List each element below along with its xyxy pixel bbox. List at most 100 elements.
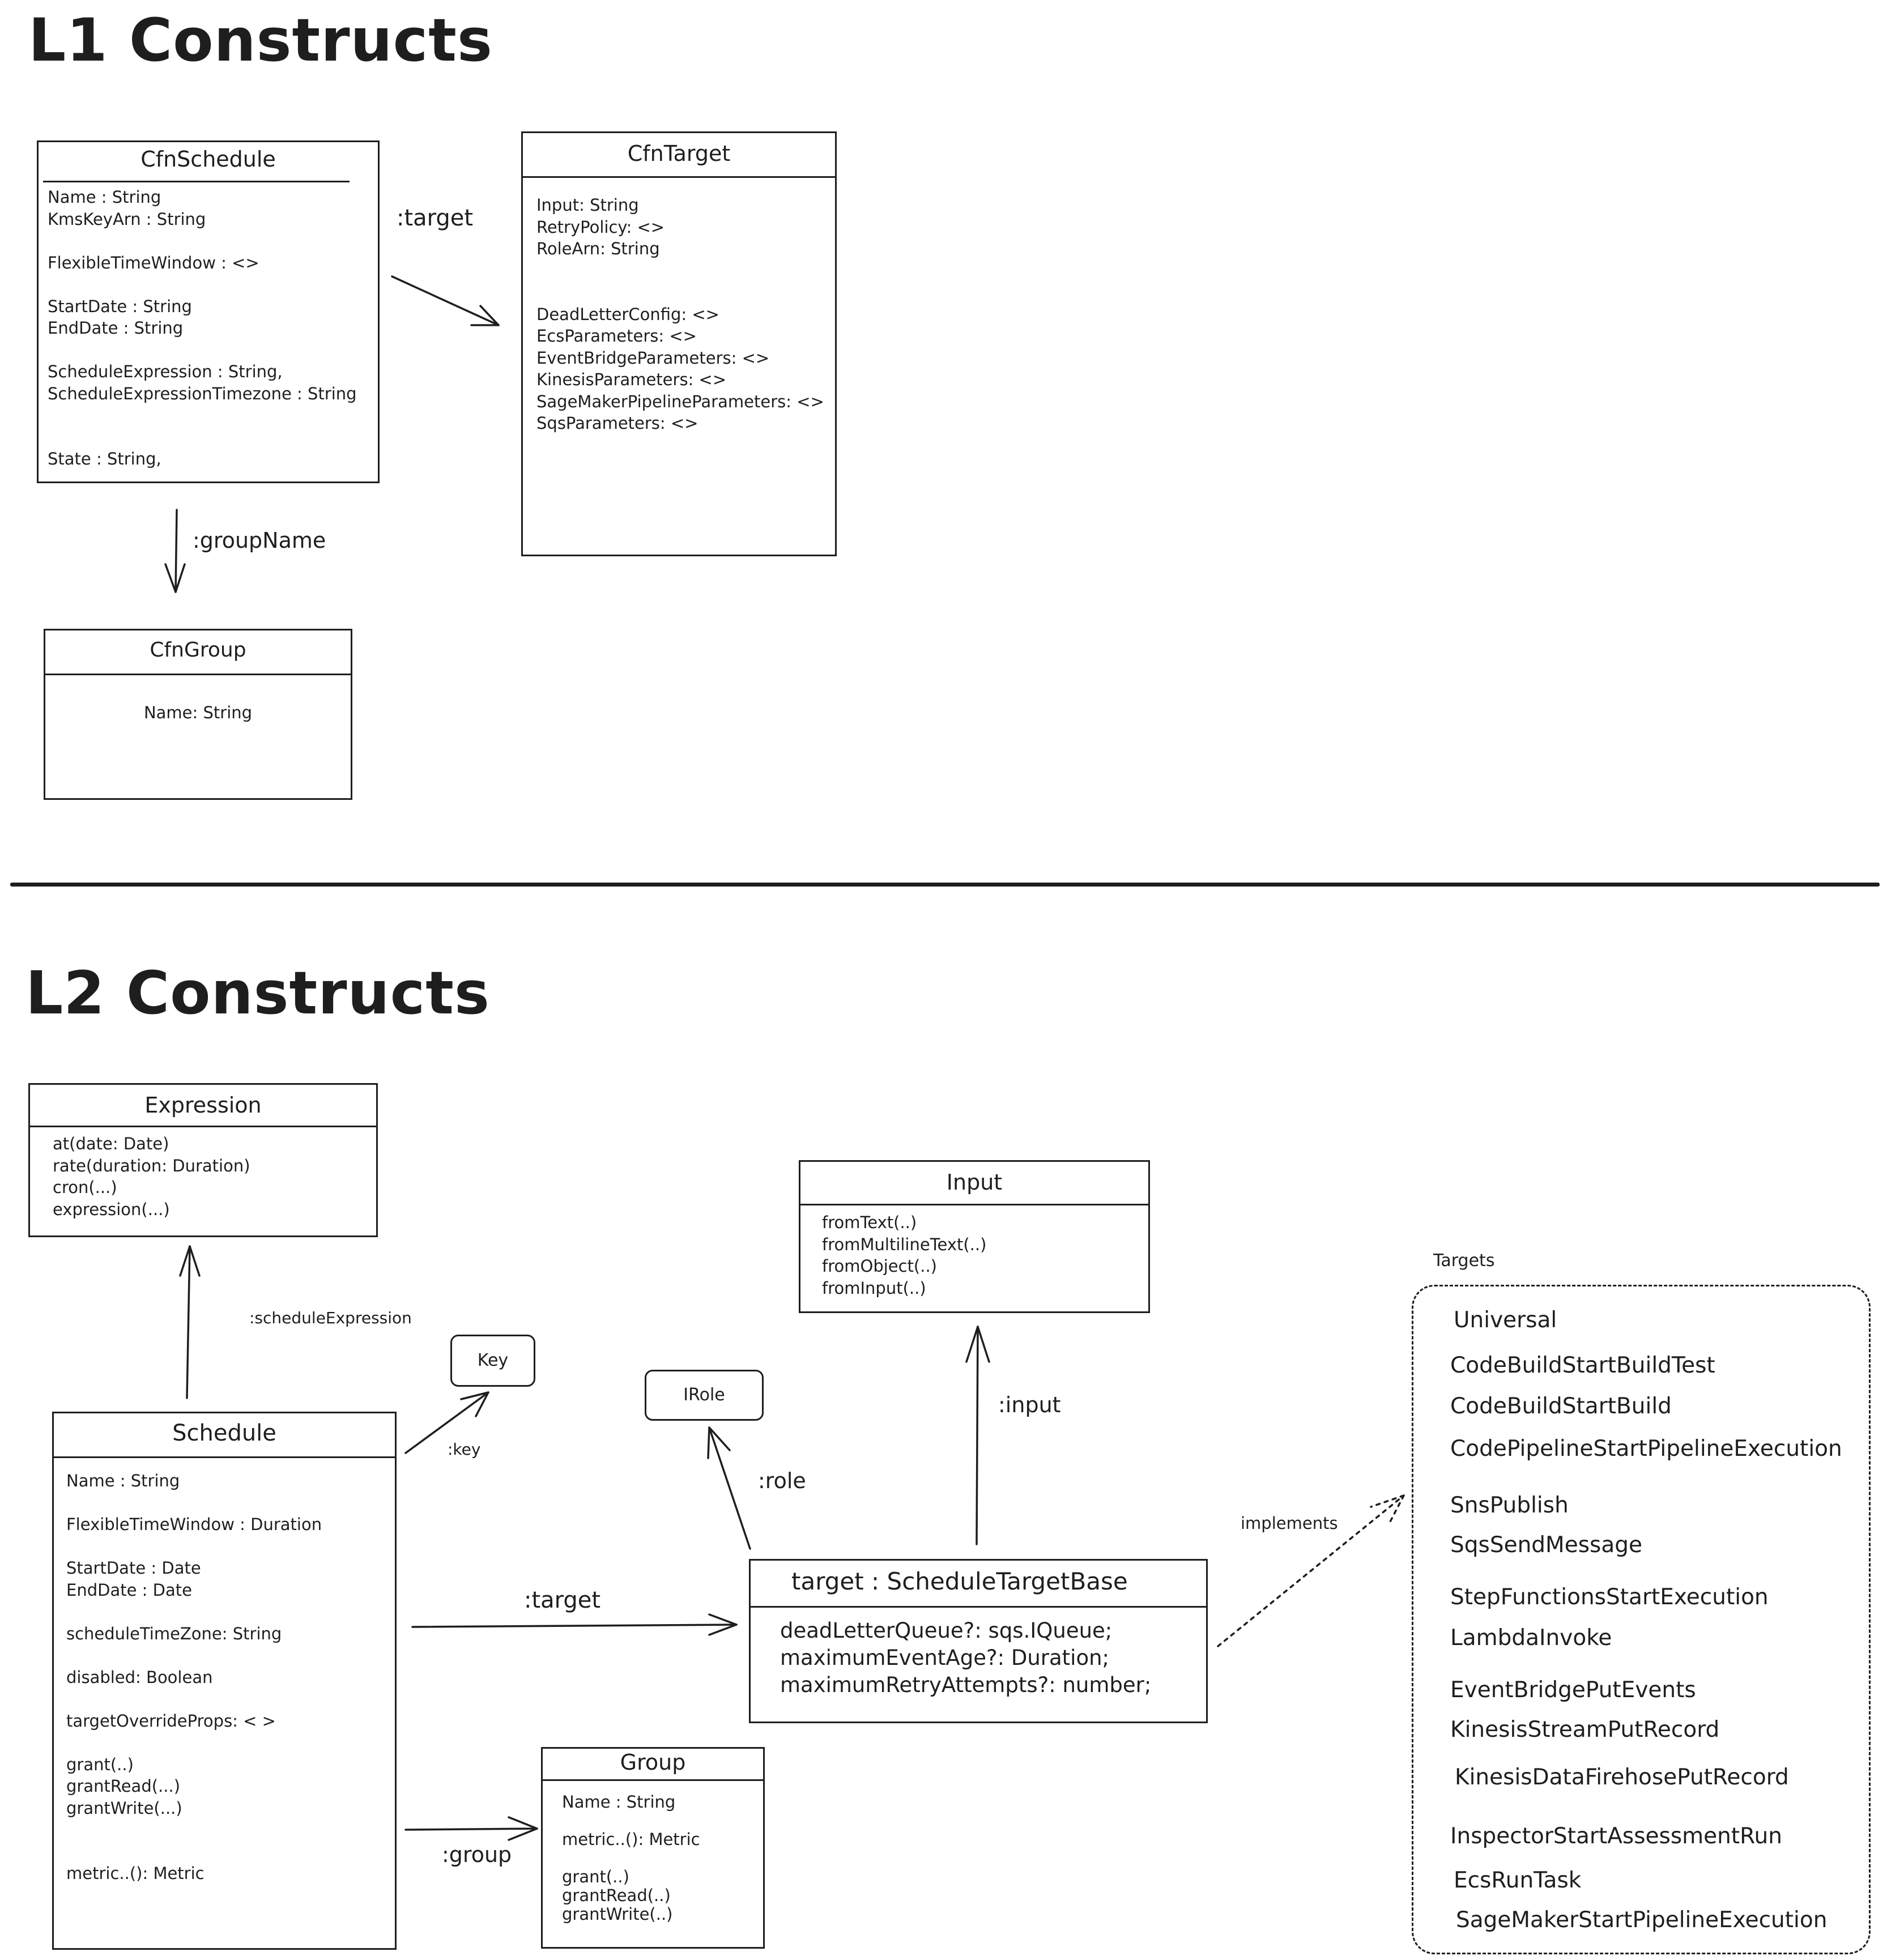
input-fields: fromText(..) fromMultilineText(..) fromO…	[822, 1212, 986, 1299]
field-line: targetOverrideProps: < >	[66, 1711, 276, 1731]
schedule-divider	[54, 1456, 395, 1458]
field-line: KmsKeyArn : String	[48, 209, 206, 229]
method-line: fromObject(..)	[822, 1256, 937, 1276]
targets-list: Universal CodeBuildStartBuildTest CodeBu…	[1450, 1301, 1842, 1940]
field-line: metric..(): Metric	[66, 1864, 205, 1883]
field-line: grantRead(..)	[562, 1886, 671, 1905]
l1-heading: L1 Constructs	[28, 6, 493, 75]
group-title: Group	[620, 1750, 686, 1775]
cfn-schedule-box: CfnSchedule Name : String KmsKeyArn : St…	[37, 140, 380, 483]
field-line: EndDate : Date	[66, 1580, 192, 1600]
target-item-lambda-invoke: LambdaInvoke	[1450, 1625, 1612, 1651]
field-line: deadLetterQueue?: sqs.IQueue;	[780, 1618, 1113, 1643]
key-arrow	[404, 1391, 489, 1454]
group-box: Group Name : String metric..(): Metric g…	[541, 1747, 765, 1949]
field-line: grantWrite(..)	[562, 1904, 673, 1924]
expression-fields: at(date: Date) rate(duration: Duration) …	[53, 1133, 250, 1220]
key-label: :key	[448, 1440, 481, 1459]
input-divider	[800, 1204, 1148, 1205]
method-line: rate(duration: Duration)	[53, 1156, 250, 1175]
input-arrow	[965, 1326, 990, 1545]
field-line: FlexibleTimeWindow : Duration	[66, 1515, 322, 1534]
field-line: EcsParameters: <>	[536, 326, 697, 346]
target-item-ecs-run-task: EcsRunTask	[1454, 1868, 1582, 1893]
cfn-group-box: CfnGroup Name: String	[44, 629, 352, 800]
field-line: ScheduleExpressionTimezone : String	[48, 384, 357, 403]
input-title: Input	[946, 1170, 1003, 1195]
cfn-schedule-title: CfnSchedule	[140, 147, 276, 172]
field-line: StartDate : Date	[66, 1558, 201, 1578]
target-base-divider	[751, 1606, 1206, 1608]
method-line: fromMultilineText(..)	[822, 1234, 987, 1254]
target-item-codebuild-start-build-test: CodeBuildStartBuildTest	[1450, 1353, 1715, 1378]
field-line: StartDate : String	[48, 296, 192, 316]
field-line: maximumEventAge?: Duration;	[780, 1646, 1110, 1670]
cfn-target-fields: Input: String RetryPolicy: <> RoleArn: S…	[536, 194, 824, 434]
l2-heading: L2 Constructs	[25, 958, 490, 1028]
schedule-expression-label: :scheduleExpression	[249, 1309, 412, 1327]
target-item-sqs-send-message: SqsSendMessage	[1450, 1532, 1642, 1558]
field-line: RoleArn: String	[536, 239, 660, 258]
l1-group-name-arrow	[164, 509, 186, 593]
l2-target-label: :target	[524, 1587, 601, 1613]
target-item-kinesis-stream-put-record: KinesisStreamPutRecord	[1450, 1717, 1720, 1742]
field-line: grantRead(...)	[66, 1776, 181, 1796]
target-item-kinesis-data-firehose-put-record: KinesisDataFirehosePutRecord	[1455, 1765, 1789, 1790]
l2-target-arrow	[411, 1613, 738, 1636]
irole-box: IRole	[645, 1370, 764, 1421]
irole-title: IRole	[683, 1385, 725, 1405]
target-item-stepfunctions-start-execution: StepFunctionsStartExecution	[1450, 1584, 1769, 1610]
method-line: expression(...)	[53, 1199, 170, 1219]
target-item-sns-publish: SnsPublish	[1450, 1493, 1569, 1518]
field-line: SageMakerPipelineParameters: <>	[536, 391, 824, 411]
field-line: DeadLetterConfig: <>	[536, 304, 719, 324]
field-line: Name: String	[143, 703, 253, 722]
cfn-target-box: CfnTarget Input: String RetryPolicy: <> …	[521, 131, 837, 556]
expression-box: Expression at(date: Date) rate(duration:…	[28, 1083, 378, 1237]
target-item-universal: Universal	[1454, 1307, 1557, 1333]
group-arrow	[404, 1816, 538, 1841]
method-line: fromText(..)	[822, 1213, 917, 1232]
field-line: grantWrite(...)	[66, 1798, 182, 1818]
method-line: at(date: Date)	[53, 1134, 169, 1153]
field-line: Input: String	[536, 195, 639, 215]
target-item-inspector-start-assessment-run: InspectorStartAssessmentRun	[1450, 1823, 1782, 1849]
field-line: maximumRetryAttempts?: number;	[780, 1673, 1152, 1697]
input-box: Input fromText(..) fromMultilineText(..)…	[799, 1160, 1150, 1313]
field-line: disabled: Boolean	[66, 1667, 213, 1687]
field-line: Name : String	[66, 1471, 180, 1490]
input-label: :input	[998, 1392, 1061, 1417]
field-line: ScheduleExpression : String,	[48, 362, 283, 381]
field-line: grant(..)	[66, 1754, 134, 1774]
field-line: FlexibleTimeWindow : <>	[48, 253, 259, 272]
target-item-codepipeline-start-pipeline-execution: CodePipelineStartPipelineExecution	[1450, 1436, 1842, 1462]
key-box: Key	[450, 1335, 535, 1387]
group-fields: Name : String metric..(): Metric grant(.…	[562, 1793, 700, 1924]
l1-target-arrow	[391, 275, 500, 326]
schedule-expression-arrow	[179, 1245, 201, 1399]
field-line: RetryPolicy: <>	[536, 217, 665, 237]
role-arrow	[707, 1426, 751, 1550]
schedule-box: Schedule Name : String FlexibleTimeWindo…	[52, 1412, 397, 1950]
cfn-group-divider	[45, 674, 351, 675]
target-base-box: target : ScheduleTargetBase deadLetterQu…	[749, 1559, 1208, 1723]
l1-group-name-label: :groupName	[193, 528, 326, 553]
target-item-eventbridge-put-events: EventBridgePutEvents	[1450, 1677, 1696, 1703]
field-line: EventBridgeParameters: <>	[536, 348, 770, 368]
role-label: :role	[758, 1468, 806, 1493]
group-label: :group	[442, 1842, 512, 1867]
cfn-group-fields: Name: String	[45, 703, 351, 722]
targets-caption: Targets	[1433, 1251, 1495, 1271]
group-divider	[543, 1779, 763, 1781]
method-line: fromInput(..)	[822, 1278, 926, 1298]
cfn-schedule-fields: Name : String KmsKeyArn : String Flexibl…	[48, 186, 357, 470]
schedule-title: Schedule	[172, 1420, 276, 1446]
key-title: Key	[477, 1350, 509, 1370]
l1-target-label: :target	[397, 205, 474, 231]
field-line: EndDate : String	[48, 318, 184, 338]
field-line: KinesisParameters: <>	[536, 370, 727, 389]
expression-title: Expression	[144, 1093, 262, 1118]
target-base-title: target : ScheduleTargetBase	[791, 1567, 1128, 1595]
cfn-target-divider	[523, 176, 835, 178]
field-line: Name : String	[562, 1792, 676, 1812]
